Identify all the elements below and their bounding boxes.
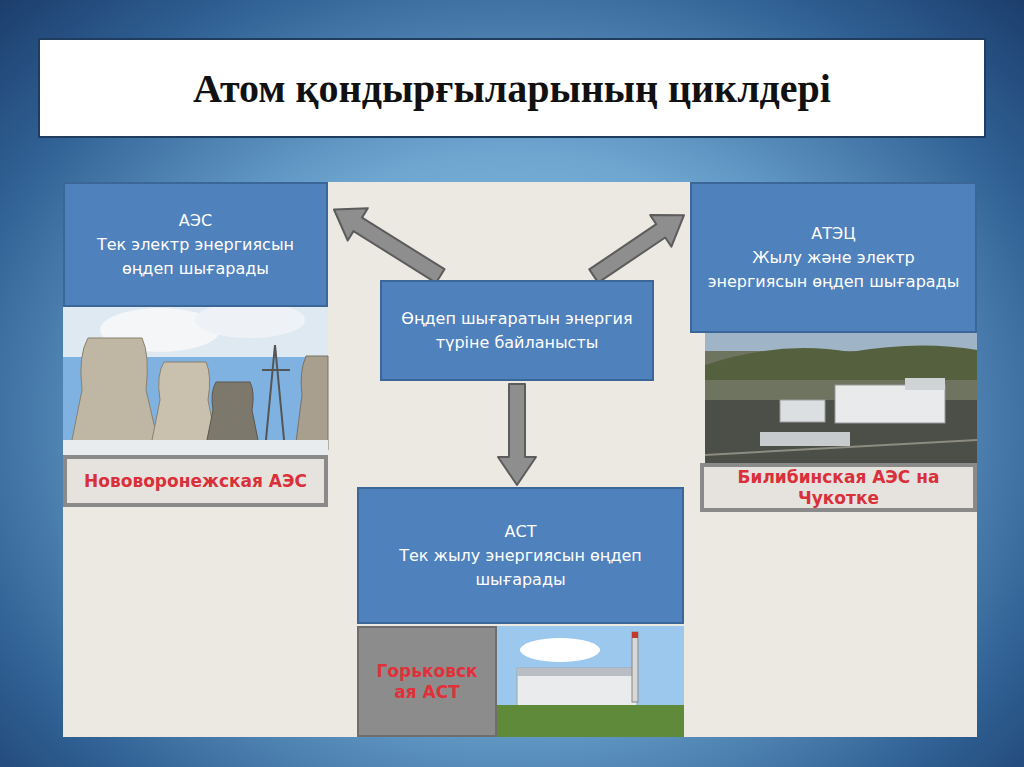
block-arrow: [498, 384, 536, 485]
box-heading: АСТ: [505, 520, 537, 544]
cooling-towers-photo: [63, 302, 328, 455]
bilibino-plant-photo: [705, 333, 977, 463]
process-box: АСТТек жылу энергиясын өңдеп шығарады: [357, 487, 684, 624]
process-box: АЭСТек электр энергиясын өңдеп шығарады: [63, 182, 328, 307]
box-heading: АТЭЦ: [811, 222, 855, 246]
box-text: Нововоронежская АЭС: [84, 471, 307, 492]
criterion-box: Өңдеп шығаратын энергия түріне байланыст…: [380, 280, 654, 381]
photo-caption: Нововоронежская АЭС: [63, 455, 328, 507]
process-box: АТЭЦЖылу және электр энергиясын өңдеп шы…: [690, 182, 977, 333]
box-text: Жылу және электр энергиясын өңдеп шығара…: [704, 246, 963, 294]
box-text: Тек жылу энергиясын өңдеп шығарады: [371, 544, 670, 592]
box-text: Билибинская АЭС на Чукотке: [716, 467, 961, 509]
box-text: Горьковская АСТ: [371, 661, 483, 703]
box-text: Өңдеп шығаратын энергия түріне байланыст…: [394, 307, 640, 355]
photo-caption: Билибинская АЭС на Чукотке: [700, 463, 977, 512]
block-arrow: [589, 215, 684, 283]
block-arrow: [334, 208, 445, 283]
box-heading: АЭС: [179, 209, 212, 233]
title-text: Атом қондырғыларының циклдері: [193, 65, 831, 112]
photo-caption: Горьковская АСТ: [357, 626, 497, 737]
gorky-ast-photo: [497, 626, 684, 737]
title-box: Атом қондырғыларының циклдері: [38, 38, 986, 138]
box-text: Тек электр энергиясын өңдеп шығарады: [77, 233, 314, 281]
